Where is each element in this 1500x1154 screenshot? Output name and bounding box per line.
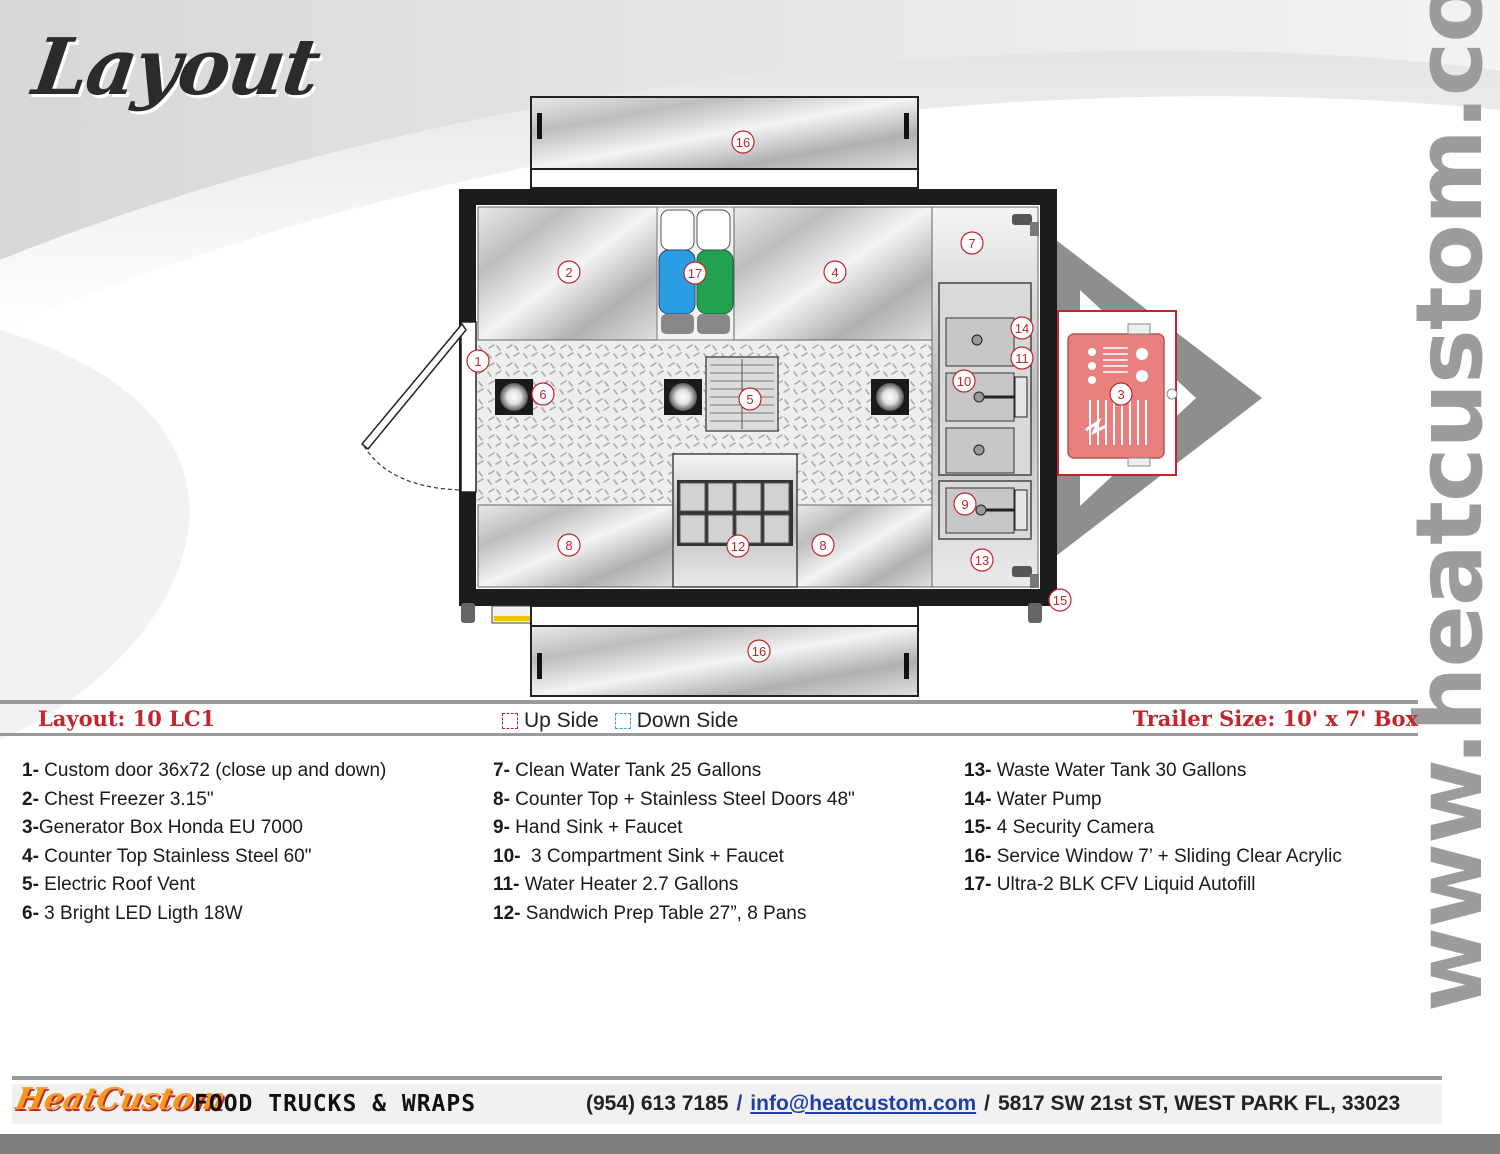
label-16-bottom: 16 bbox=[752, 644, 766, 659]
list-item: 13- Waste Water Tank 30 Gallons bbox=[964, 760, 1247, 781]
phone-number: (954) 613 7185 bbox=[586, 1092, 729, 1115]
brand-tagline: FOOD TRUCKS & WRAPS bbox=[194, 1091, 477, 1117]
footer: HeatCustom FOOD TRUCKS & WRAPS (954) 613… bbox=[0, 1076, 1500, 1154]
list-item: 1- Custom door 36x72 (close up and down) bbox=[22, 760, 387, 781]
list-item: 14- Water Pump bbox=[964, 788, 1102, 810]
label-14: 14 bbox=[1015, 321, 1029, 336]
contact-info: (954) 613 7185/info@heatcustom.com/5817 … bbox=[586, 1092, 1401, 1115]
label-7: 7 bbox=[968, 236, 975, 251]
label-8-right: 8 bbox=[819, 538, 826, 553]
item-list-col-2: 7- Clean Water Tank 25 Gallons 8- Counte… bbox=[493, 757, 855, 929]
label-2: 2 bbox=[565, 265, 572, 280]
label-6: 6 bbox=[539, 387, 546, 402]
list-item: 10- 3 Compartment Sink + Faucet bbox=[493, 845, 784, 867]
label-15: 15 bbox=[1053, 593, 1067, 608]
right-water-module: 7 14 11 10 9 13 bbox=[931, 206, 1039, 588]
label-11: 11 bbox=[1015, 351, 1029, 366]
floor-plan: 16 2 17 4 7 bbox=[360, 96, 1262, 697]
label-13: 13 bbox=[975, 553, 989, 568]
liquid-autofill: 17 bbox=[656, 206, 735, 341]
list-item: 9- Hand Sink + Faucet bbox=[493, 817, 683, 839]
down-side-swatch bbox=[614, 713, 631, 729]
list-item: 12- Sandwich Prep Table 27”, 8 Pans bbox=[493, 902, 807, 924]
chest-freezer: 2 bbox=[477, 206, 658, 341]
label-4: 4 bbox=[831, 265, 838, 280]
label-3: 3 bbox=[1117, 387, 1124, 402]
list-item: 4- Counter Top Stainless Steel 60" bbox=[22, 845, 312, 867]
custom-door bbox=[360, 321, 477, 493]
label-17: 17 bbox=[688, 266, 702, 281]
label-8-left: 8 bbox=[565, 538, 572, 553]
led-light-icon bbox=[495, 379, 909, 415]
side-legend: Up Side Down Side bbox=[502, 709, 738, 733]
service-window-bottom: 16 bbox=[530, 605, 919, 697]
list-item: 11- Water Heater 2.7 Gallons bbox=[493, 874, 739, 896]
layout-code: Layout: 10 LC1 bbox=[38, 706, 216, 731]
list-item: 3-Generator Box Honda EU 7000 bbox=[22, 817, 303, 839]
legend-up-label: Up Side bbox=[524, 709, 599, 732]
label-16-top: 16 bbox=[736, 135, 750, 150]
counter-top-60: 4 bbox=[733, 206, 933, 341]
sandwich-prep-table bbox=[672, 453, 798, 588]
trailer-size: Trailer Size: 10' x 7' Box bbox=[1132, 706, 1418, 731]
label-1: 1 bbox=[474, 354, 481, 369]
list-item: 7- Clean Water Tank 25 Gallons bbox=[493, 760, 762, 781]
roof-vent-icon bbox=[705, 356, 779, 432]
email-link[interactable]: info@heatcustom.com bbox=[750, 1092, 977, 1115]
service-window-top: 16 bbox=[530, 96, 919, 189]
list-item: 5- Electric Roof Vent bbox=[22, 874, 196, 896]
list-item: 15- 4 Security Camera bbox=[964, 817, 1155, 839]
label-10: 10 bbox=[957, 374, 971, 389]
website-watermark: www.heatcustom.com bbox=[1396, 0, 1500, 1012]
list-item: 2- Chest Freezer 3.15" bbox=[22, 788, 214, 810]
legend-down-label: Down Side bbox=[636, 709, 739, 732]
label-9: 9 bbox=[961, 497, 968, 512]
item-list-col-1: 1- Custom door 36x72 (close up and down)… bbox=[22, 757, 386, 929]
list-item: 17- Ultra-2 BLK CFV Liquid Autofill bbox=[964, 874, 1256, 896]
label-12: 12 bbox=[731, 539, 745, 554]
list-item: 8- Counter Top + Stainless Steel Doors 4… bbox=[493, 788, 855, 810]
list-item: 6- 3 Bright LED Ligth 18W bbox=[22, 902, 243, 924]
item-list-col-3: 13- Waste Water Tank 30 Gallons 14- Wate… bbox=[964, 757, 1342, 900]
up-side-swatch bbox=[502, 713, 518, 729]
list-item: 16- Service Window 7’ + Sliding Clear Ac… bbox=[964, 845, 1342, 867]
label-5: 5 bbox=[746, 392, 753, 407]
info-bar: Layout: 10 LC1 Up Side Down Side Trailer… bbox=[0, 700, 1420, 738]
camera-icon bbox=[461, 214, 1042, 623]
address: 5817 SW 21st ST, WEST PARK FL, 33023 bbox=[997, 1092, 1401, 1115]
